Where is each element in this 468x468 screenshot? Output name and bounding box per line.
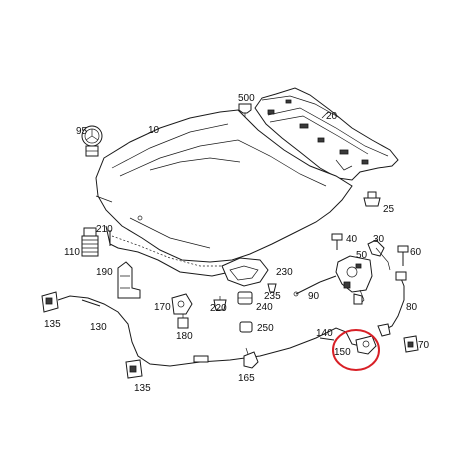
label-230: 230 (276, 267, 293, 278)
label-110: 110 (64, 247, 80, 258)
part-180-clip (177, 314, 189, 329)
label-25: 25 (383, 204, 395, 215)
part-30-catch (367, 239, 391, 271)
label-190: 190 (96, 267, 113, 278)
label-135-upper: 135 (44, 319, 61, 330)
label-20: 20 (326, 111, 338, 122)
part-50-hood-lock (335, 255, 373, 305)
part-240-grommet (237, 291, 253, 305)
label-80: 80 (406, 302, 418, 313)
label-90: 90 (308, 291, 320, 302)
part-130-cable (57, 295, 361, 367)
part-140-guide (319, 337, 335, 341)
part-90-gas-strut (293, 275, 337, 297)
label-170: 170 (154, 302, 171, 313)
part-170-bracket (171, 293, 193, 315)
label-130: 130 (90, 322, 107, 333)
label-70: 70 (418, 340, 430, 351)
part-230-seal (221, 257, 269, 287)
label-250: 250 (257, 323, 274, 334)
label-60: 60 (410, 247, 422, 258)
label-50: 50 (356, 250, 368, 261)
part-235-stop (267, 283, 277, 293)
label-30: 30 (373, 234, 385, 245)
part-210-insulation (105, 225, 241, 277)
part-150-release-handle (355, 335, 377, 355)
part-220-clip (213, 296, 227, 311)
part-165-hook (243, 347, 259, 369)
part-70-connector (403, 335, 419, 353)
label-210: 210 (96, 224, 113, 235)
part-95-emblem (81, 125, 103, 157)
label-240: 240 (256, 302, 273, 313)
part-250-grommet (239, 321, 253, 333)
label-40: 40 (346, 234, 358, 245)
part-190-hinge (117, 261, 141, 299)
label-95: 95 (76, 126, 88, 137)
part-80-release-cable (377, 271, 407, 337)
highlight-circle-150 (332, 329, 380, 371)
label-135-lower: 135 (134, 383, 151, 394)
label-500: 500 (238, 93, 255, 104)
part-60-screw (397, 245, 409, 266)
label-220: 220 (210, 303, 227, 314)
part-10-hood (95, 109, 353, 263)
part-40-bolt (331, 233, 343, 250)
label-165: 165 (238, 373, 255, 384)
part-25-bumper (363, 191, 381, 207)
label-150: 150 (334, 347, 351, 358)
part-110-spring (81, 227, 99, 257)
part-135-clip-upper (41, 291, 59, 313)
part-135-clip-lower (125, 359, 143, 379)
part-20-cowl-panel (254, 87, 399, 181)
cable-connector (193, 355, 209, 363)
label-10: 10 (148, 125, 160, 136)
label-140: 140 (316, 328, 333, 339)
label-235: 235 (264, 291, 281, 302)
label-180: 180 (176, 331, 193, 342)
